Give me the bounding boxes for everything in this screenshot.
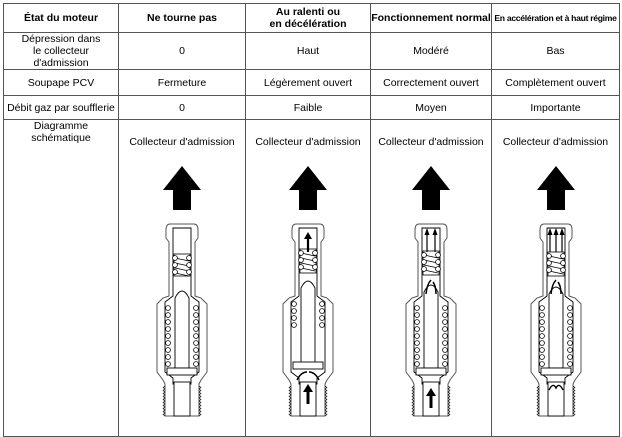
table-cell: Importante <box>491 95 620 120</box>
diagram-cell: Collecteur d'admission <box>491 119 620 437</box>
table-cell: Bas <box>491 32 620 70</box>
table-cell: Haut <box>245 32 371 70</box>
pcv-valve-fully-open-icon <box>530 166 581 417</box>
header-idle-line1: Au ralenti ou <box>275 6 341 18</box>
header-normal-operation: Fonctionnement normal <box>370 3 492 33</box>
pcv-valve-closed-icon <box>156 166 208 417</box>
row-label-line2: schématique <box>31 132 91 144</box>
intake-arrow-icon <box>163 166 201 210</box>
table-cell: Légèrement ouvert <box>245 69 371 96</box>
table-cell: Complètement ouvert <box>491 69 620 96</box>
intake-manifold-caption: Collecteur d'admission <box>502 136 609 148</box>
pcv-valve-open-icon <box>405 166 457 417</box>
row-label-intake-vacuum: Dépression dans le collecteur d'admissio… <box>3 32 119 70</box>
table-cell: 0 <box>118 95 246 120</box>
row-label-line1: Dépression dans <box>21 33 101 45</box>
diagram-cell: Collecteur d'admission <box>245 119 371 437</box>
header-engine-state: État du moteur <box>3 3 119 33</box>
table-cell: 0 <box>118 32 246 70</box>
header-acceleration-high-rpm: En accélération et à haut régime <box>491 3 620 33</box>
table-cell: Modéré <box>370 32 492 70</box>
header-idle-deceleration: Au ralenti ou en décélération <box>245 3 371 33</box>
row-label-pcv-valve: Soupape PCV <box>3 69 119 96</box>
header-idle-line2: en décélération <box>269 18 347 30</box>
table-row: Débit gaz par soufflerie 0 Faible Moyen … <box>3 95 620 120</box>
header-row: État du moteur Ne tourne pas Au ralenti … <box>3 3 620 33</box>
table-row: Soupape PCV Fermeture Légèrement ouvert … <box>3 69 620 96</box>
diagram-row: Diagramme schématique Collecteur d'admis… <box>3 119 620 437</box>
diagram-cell: Collecteur d'admission <box>118 119 246 437</box>
row-label-blowby-flow: Débit gaz par soufflerie <box>3 95 119 120</box>
table-row: Dépression dans le collecteur d'admissio… <box>3 32 620 70</box>
header-not-running: Ne tourne pas <box>118 3 246 33</box>
intake-arrow-icon <box>412 166 450 210</box>
intake-manifold-caption: Collecteur d'admission <box>255 136 361 148</box>
row-label-line1: Diagramme <box>33 120 89 132</box>
intake-manifold-caption: Collecteur d'admission <box>378 136 484 148</box>
table-cell: Correctement ouvert <box>370 69 492 96</box>
diagram-cell: Collecteur d'admission <box>370 119 492 437</box>
intake-arrow-icon <box>536 166 575 210</box>
pcv-valve-slightly-open-icon <box>282 166 334 417</box>
pcv-valve-table: État du moteur Ne tourne pas Au ralenti … <box>3 3 620 437</box>
intake-arrow-icon <box>289 166 327 210</box>
table-cell: Fermeture <box>118 69 246 96</box>
table-cell: Moyen <box>370 95 492 120</box>
table-cell: Faible <box>245 95 371 120</box>
intake-manifold-caption: Collecteur d'admission <box>129 136 235 148</box>
row-label-schematic: Diagramme schématique <box>3 119 119 437</box>
row-label-line2: le collecteur d'admission <box>32 45 90 69</box>
